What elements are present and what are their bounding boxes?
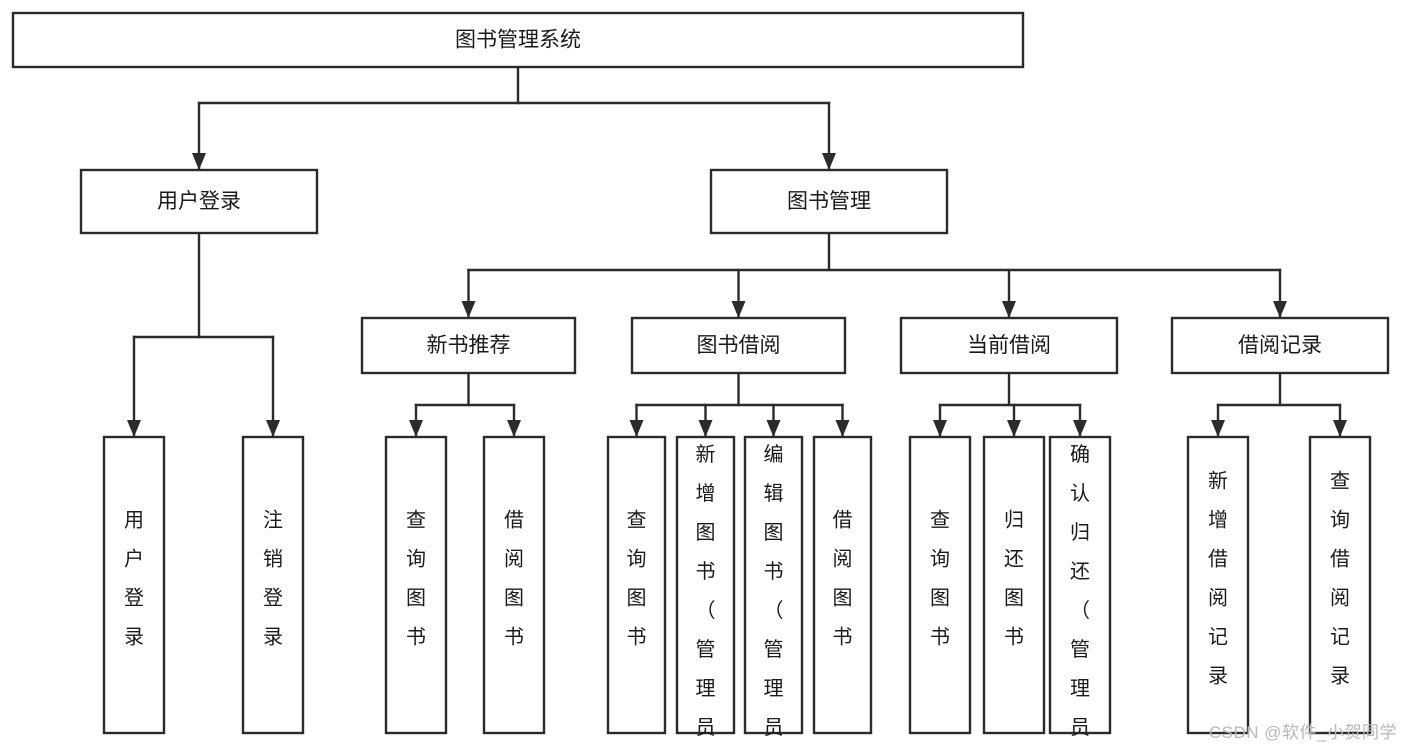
node-leaf-8-label: 查询图书 [930, 509, 950, 649]
node-leaf-11[interactable]: 新增借阅记录 [1186, 435, 1250, 735]
node-leaf-2-label: 查询图书 [406, 509, 426, 649]
node-leaf-4[interactable]: 查询图书 [606, 435, 667, 735]
node-leaf-12-box[interactable] [1308, 435, 1372, 735]
node-level2-0[interactable]: 用户登录 [79, 168, 319, 235]
node-leaf-0[interactable]: 用户登录 [102, 435, 166, 735]
node-root-system-box[interactable] [11, 11, 1025, 69]
node-layer: 图书管理系统用户登录图书管理新书推荐图书借阅当前借阅借阅记录用户登录注销登录查询… [11, 11, 1390, 747]
connector-layer [127, 65, 1347, 438]
node-leaf-0-label: 用户登录 [124, 510, 144, 649]
node-leaf-1-label: 注销登录 [263, 509, 283, 649]
arrow-head-icon [127, 420, 141, 437]
node-level2-0-label: 用户登录 [157, 190, 241, 213]
node-level2-1[interactable]: 图书管理 [709, 168, 949, 235]
node-root-system-label: 图书管理系统 [455, 29, 581, 52]
node-level3-2[interactable]: 当前借阅 [899, 316, 1119, 375]
arrow-head-icon [835, 420, 850, 437]
node-leaf-3[interactable]: 借阅图书 [482, 435, 546, 735]
node-level3-2-box[interactable] [899, 316, 1119, 375]
node-leaf-8[interactable]: 查询图书 [908, 435, 972, 735]
node-level3-1-box[interactable] [630, 316, 847, 375]
arrow-head-icon [629, 420, 644, 437]
node-leaf-4-box[interactable] [606, 435, 667, 735]
node-level3-3[interactable]: 借阅记录 [1170, 316, 1390, 375]
node-leaf-10[interactable]: 确认归还（管理员） [1048, 435, 1112, 747]
node-leaf-2-box[interactable] [384, 435, 448, 735]
node-leaf-9[interactable]: 归还图书 [982, 435, 1046, 735]
node-leaf-5-box[interactable] [675, 435, 736, 735]
arrow-head-icon [698, 420, 713, 437]
arrow-head-icon [1073, 420, 1087, 437]
node-level3-0[interactable]: 新书推荐 [360, 316, 577, 375]
node-root-system[interactable]: 图书管理系统 [11, 11, 1025, 69]
node-leaf-10-label: 确认归还（管理员） [1070, 443, 1090, 747]
node-leaf-6[interactable]: 编辑图书（管理员） [743, 435, 804, 747]
node-level2-1-label: 图书管理 [787, 190, 871, 213]
arrow-head-icon [933, 420, 947, 437]
arrow-head-icon [766, 420, 781, 437]
arrow-head-icon [1211, 420, 1225, 437]
arrow-head-icon [1007, 420, 1021, 437]
node-leaf-11-box[interactable] [1186, 435, 1250, 735]
node-leaf-5-label: 新增图书（管理员） [696, 443, 716, 747]
node-level3-3-label: 借阅记录 [1238, 334, 1322, 357]
arrow-head-icon [266, 420, 280, 437]
arrow-head-icon [192, 153, 206, 170]
node-leaf-8-box[interactable] [908, 435, 972, 735]
arrow-head-icon [1273, 301, 1287, 318]
node-leaf-10-box[interactable] [1048, 435, 1112, 735]
node-level3-0-label: 新书推荐 [427, 334, 511, 357]
node-leaf-3-box[interactable] [482, 435, 546, 735]
node-leaf-1-box[interactable] [241, 435, 305, 735]
node-level3-1-label: 图书借阅 [697, 334, 781, 357]
node-level3-2-label: 当前借阅 [967, 334, 1051, 357]
node-level3-1[interactable]: 图书借阅 [630, 316, 847, 375]
node-leaf-7-label: 借阅图书 [833, 509, 853, 649]
node-leaf-6-label: 编辑图书（管理员） [764, 443, 784, 747]
arrow-head-icon [461, 301, 476, 318]
node-leaf-7-box[interactable] [812, 435, 873, 735]
node-leaf-6-box[interactable] [743, 435, 804, 735]
node-leaf-5[interactable]: 新增图书（管理员） [675, 435, 736, 747]
node-leaf-4-label: 查询图书 [627, 509, 647, 649]
node-leaf-11-label: 新增借阅记录 [1208, 470, 1228, 688]
arrow-head-icon [731, 301, 746, 318]
arrow-head-icon [822, 153, 836, 170]
arrow-head-icon [1002, 301, 1016, 318]
node-leaf-7[interactable]: 借阅图书 [812, 435, 873, 735]
arrow-head-icon [409, 420, 423, 437]
node-leaf-3-label: 借阅图书 [504, 509, 524, 649]
node-level2-0-box[interactable] [79, 168, 319, 235]
node-leaf-12-label: 查询借阅记录 [1330, 470, 1350, 688]
node-level2-1-box[interactable] [709, 168, 949, 235]
node-leaf-1[interactable]: 注销登录 [241, 435, 305, 735]
arrow-head-icon [507, 420, 521, 437]
node-level3-0-box[interactable] [360, 316, 577, 375]
node-level3-3-box[interactable] [1170, 316, 1390, 375]
node-leaf-12[interactable]: 查询借阅记录 [1308, 435, 1372, 735]
node-leaf-0-box[interactable] [102, 435, 166, 735]
arrow-head-icon [1333, 420, 1347, 437]
node-leaf-9-label: 归还图书 [1004, 509, 1024, 649]
node-leaf-9-box[interactable] [982, 435, 1046, 735]
node-leaf-2[interactable]: 查询图书 [384, 435, 448, 735]
